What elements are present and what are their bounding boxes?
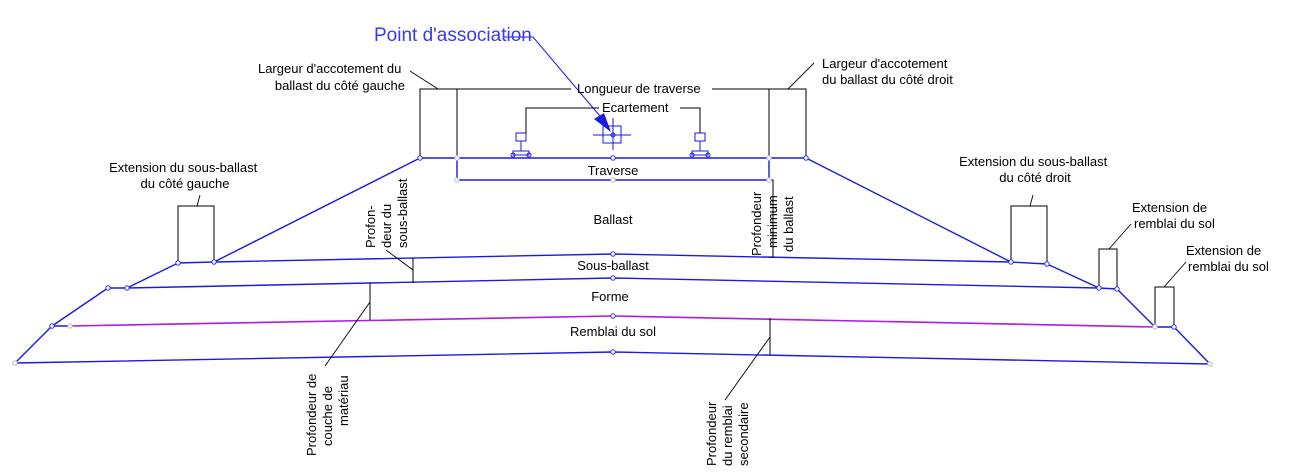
vertex-node: [1207, 361, 1213, 367]
vertex-node: [12, 360, 18, 366]
vertex-node: [211, 259, 217, 265]
association-arrowhead-icon: [594, 113, 611, 132]
longueur-traverse-dim-right: [712, 88, 770, 158]
vertex-node: [610, 251, 616, 257]
ballast-right-slope: [805, 157, 1012, 263]
vertex-node: [124, 285, 130, 291]
ext-sous-ballast-gauche-dim: [177, 205, 215, 263]
vertex-node: [1171, 324, 1177, 330]
vertex-node: [105, 285, 111, 291]
ext-remblai-1-leader: [1108, 223, 1132, 250]
vertex-node: [610, 313, 616, 319]
ext-sous-ballast-droit-dim: [1010, 205, 1048, 264]
vertex-nodes: [12, 155, 1213, 367]
accotement-droit-leader: [787, 62, 815, 90]
remblai-left-slope: [14, 325, 53, 364]
vertex-node: [175, 260, 181, 266]
ext-remblai-2-dim: [1154, 286, 1175, 327]
vertex-node: [1044, 261, 1050, 267]
association-leader-line: [503, 36, 606, 123]
accotement-gauche-leader: [409, 70, 439, 90]
forme-label: Forme: [591, 289, 629, 304]
accotement-droit-dim: [769, 88, 807, 158]
forme-left-slope: [51, 287, 109, 327]
vertex-node: [610, 275, 616, 281]
sous-ballast-left-slope: [126, 262, 179, 289]
vertex-node: [766, 177, 772, 183]
prof-remblai-secondaire-leader: [724, 336, 771, 401]
prof-couche-materiau-label: Profondeur de couche de matériau: [304, 370, 351, 456]
vertex-node: [67, 323, 73, 329]
prof-min-ballast-label: Profondeur minimum du ballast: [749, 188, 796, 256]
ext-sous-ballast-droit-leader: [1029, 194, 1034, 207]
traverse-label: Traverse: [588, 163, 639, 178]
right-rail-icon: [689, 132, 711, 158]
ecartement-label: Ecartement: [602, 100, 669, 115]
sous-ballast-label: Sous-ballast: [577, 258, 649, 273]
ext-remblai-1-dim: [1098, 248, 1118, 289]
association-point-title: Point d'association: [374, 25, 532, 46]
vertex-node: [454, 177, 460, 183]
sous-ballast-right-slope: [1046, 263, 1100, 289]
remblai-right-slope: [1173, 326, 1211, 365]
association-point-marker: [593, 118, 631, 150]
accotement-droit-label: Largeur d'accotement du ballast du côté …: [822, 56, 953, 87]
vertex-node: [610, 155, 616, 161]
vertex-node: [454, 155, 460, 161]
left-rail-icon: [510, 132, 532, 158]
prof-sous-ballast-label: Profon- deur du sous-ballast: [363, 178, 410, 248]
accotement-gauche-label: Largeur d'accotement du ballast du côté …: [258, 61, 405, 93]
prof-couche-materiau-leader: [324, 301, 371, 367]
ecartement-dim-left: [525, 107, 599, 133]
vertex-node: [1114, 286, 1120, 292]
vertex-node: [1008, 259, 1014, 265]
vertex-node: [610, 177, 616, 183]
ecartement-dim-right: [680, 107, 701, 133]
forme-right-slope: [1116, 288, 1156, 328]
ballast-left-slope: [213, 157, 421, 263]
longueur-traverse-dim: [456, 88, 571, 158]
vertex-node: [803, 155, 809, 161]
accotement-gauche-dim: [419, 88, 457, 158]
longueur-traverse-label: Longueur de traverse: [577, 81, 701, 96]
ext-sous-ballast-gauche-leader: [196, 194, 201, 207]
ext-remblai-2-label: Extension de remblai du sol: [1186, 243, 1269, 274]
ballast-label: Ballast: [593, 212, 632, 227]
ext-remblai-2-leader: [1163, 261, 1187, 288]
vertex-node: [610, 349, 616, 355]
prof-remblai-secondaire-label: Profondeur du remblai secondaire: [704, 398, 751, 466]
vertex-node: [766, 155, 772, 161]
ext-sous-ballast-droit-label: Extension du sous-ballast du côté droit: [959, 154, 1111, 185]
remblai-label: Remblai du sol: [570, 324, 656, 339]
vertex-node: [1096, 285, 1102, 291]
prof-sous-ballast-leader: [385, 249, 414, 271]
vertex-node: [417, 155, 423, 161]
ext-sous-ballast-gauche-label: Extension du sous-ballast du côté gauche: [109, 160, 261, 191]
vertex-node: [49, 323, 55, 329]
vertex-node: [1152, 324, 1158, 330]
ext-remblai-1-label: Extension de remblai du sol: [1132, 200, 1215, 231]
